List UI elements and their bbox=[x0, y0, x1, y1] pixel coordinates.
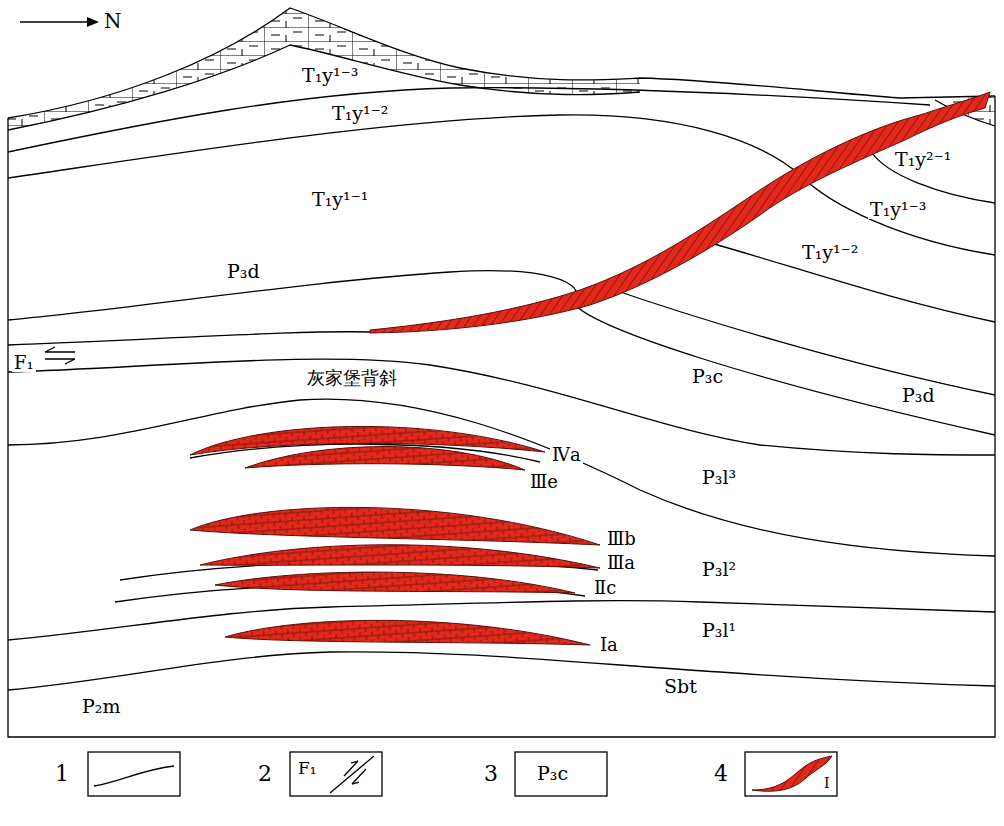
legend-orebody-label: Ⅰ bbox=[822, 776, 832, 790]
stratum-label: P₃d bbox=[225, 262, 262, 281]
topography-line bbox=[8, 8, 995, 118]
fault-slip-sample bbox=[344, 761, 366, 784]
orebody-number: Ⅳa bbox=[550, 446, 583, 464]
fault-slip-arrows bbox=[45, 347, 75, 364]
stratum-label: P₃l³ bbox=[700, 468, 738, 487]
ore-lens bbox=[200, 545, 600, 568]
north-label: N bbox=[102, 11, 124, 31]
anticline-name: 灰家堡背斜 bbox=[305, 369, 399, 387]
strata-boundaries bbox=[8, 8, 995, 737]
legend-box bbox=[88, 752, 180, 796]
legend-box bbox=[290, 752, 382, 796]
orebody-number: Ⅱc bbox=[592, 579, 618, 597]
stratum-label: T₁y²⁻¹ bbox=[893, 150, 953, 169]
stratum-boundary bbox=[8, 399, 995, 556]
orebody-number: Ⅲe bbox=[528, 473, 560, 491]
boundary-sample bbox=[94, 766, 174, 786]
stratum-label: P₃d bbox=[900, 386, 937, 405]
north-arrow bbox=[20, 17, 99, 27]
ore-bodies bbox=[190, 426, 600, 645]
stratum-label: T₁y¹⁻³ bbox=[300, 66, 360, 85]
stratum-label: T₁y¹⁻¹ bbox=[310, 190, 370, 209]
stratum-boundary bbox=[8, 271, 995, 435]
ore-lens bbox=[190, 507, 600, 545]
legend-number: 1 bbox=[55, 763, 69, 785]
legend-swatches bbox=[88, 752, 837, 796]
legend-box bbox=[745, 752, 837, 796]
stratum-label: P₃c bbox=[690, 367, 725, 386]
stratum-boundary bbox=[870, 150, 995, 203]
stratum-label: P₂m bbox=[80, 697, 122, 716]
stratum-label: P₃l² bbox=[700, 560, 738, 579]
stratum-label: T₁y¹⁻² bbox=[800, 243, 860, 262]
legend-fault-label: F₁ bbox=[296, 760, 319, 777]
fault-label: F₁ bbox=[12, 354, 36, 372]
fault-trace bbox=[8, 332, 370, 345]
orebody-number: Ⅰa bbox=[598, 636, 620, 654]
legend-stratum-label: P₃c bbox=[535, 764, 570, 783]
legend-number: 3 bbox=[484, 763, 498, 785]
fault-sample bbox=[330, 756, 374, 793]
north-arrow-head bbox=[87, 17, 99, 27]
fault-ore-body bbox=[370, 92, 990, 333]
limestone-layer bbox=[8, 8, 640, 130]
stratum-boundary bbox=[8, 359, 995, 455]
ore-sample bbox=[752, 756, 832, 791]
stratum-label: T₁y¹⁻³ bbox=[868, 200, 928, 219]
ore-lens bbox=[245, 447, 525, 471]
stratum-boundary bbox=[700, 240, 995, 322]
stratum-label: P₃l¹ bbox=[700, 621, 738, 640]
stratum-label: Sbt bbox=[662, 677, 699, 696]
stratum-boundary bbox=[8, 115, 995, 255]
north-arrow-shaft bbox=[20, 21, 92, 23]
orebody-number: Ⅲa bbox=[605, 554, 637, 572]
legend-number: 4 bbox=[714, 763, 728, 785]
legend-box bbox=[515, 752, 607, 796]
orebody-number: Ⅲb bbox=[605, 530, 638, 548]
legend-number: 2 bbox=[258, 763, 272, 785]
stratum-label: T₁y¹⁻² bbox=[330, 104, 390, 123]
ore-lens bbox=[225, 620, 590, 645]
stratum-boundary bbox=[8, 652, 995, 690]
stratum-boundary bbox=[600, 285, 995, 395]
ore-lens bbox=[215, 572, 575, 593]
section-frame bbox=[8, 96, 995, 737]
